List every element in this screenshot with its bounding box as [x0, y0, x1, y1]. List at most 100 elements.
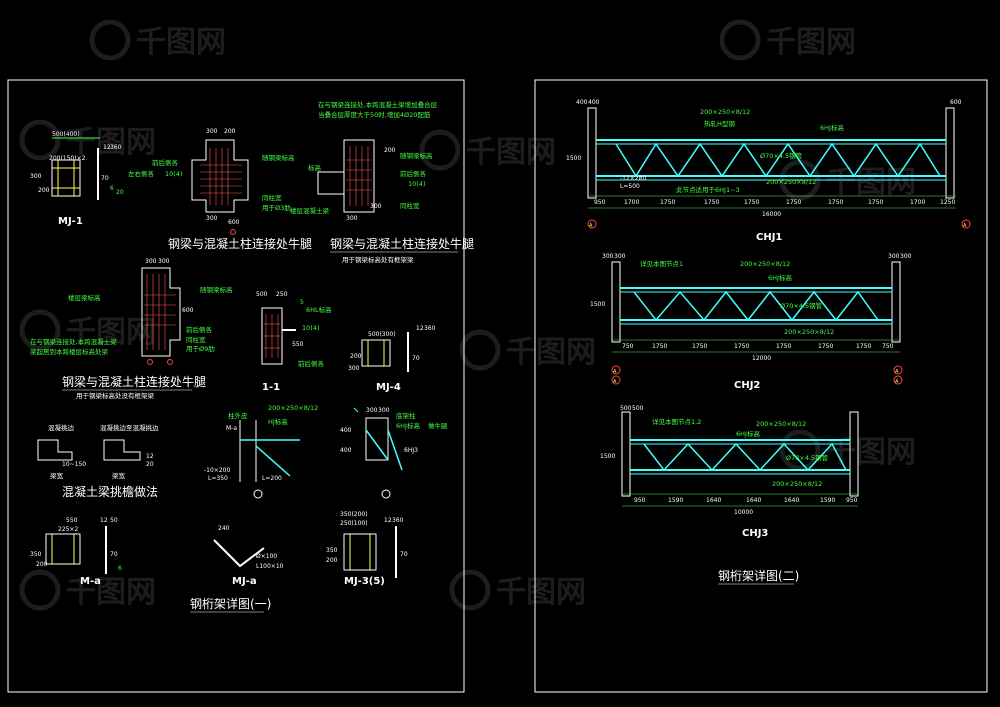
eave-title: 混凝土梁挑檐做法 — [62, 484, 158, 499]
mj4-dim-width: 500(300) — [368, 331, 396, 338]
chj2-axis-left-2: A — [613, 379, 617, 385]
j2-dim-400a: 400 — [340, 427, 352, 434]
corbel-c-note-rib: 用于Ø9肋 — [186, 344, 215, 353]
watermark-text-2: 千图网 — [766, 25, 856, 60]
corbel-a-note-front: 前后侧各 — [152, 158, 179, 167]
chj3-label: CHJ3 — [742, 528, 768, 539]
chj2-note-section: 200×250×8/12 — [740, 260, 790, 268]
chj3-span-4: 1640 — [784, 497, 799, 504]
chj2-span-4: 1750 — [776, 343, 791, 350]
mj35-dim-360: 360 — [392, 517, 404, 524]
chj2-note-section2: 200×250×8/12 — [784, 328, 834, 336]
j2-dim-400b: 400 — [340, 447, 352, 454]
corbel-a-note-colwidth: 同柱宽 — [262, 193, 282, 202]
j2-note-corbel: 做牛腿 — [428, 421, 448, 430]
corbel-b-note-bars: 10(4) — [408, 180, 425, 188]
ma-dim-spacing: 225×2 — [58, 526, 78, 533]
chj1-note-hsteel: 热轧H型钢 — [704, 119, 735, 128]
j2-note-col: 底架柱 — [396, 411, 416, 420]
j2-note-level: 6HJ标高 — [396, 421, 420, 430]
chj2-axis-right-2: A — [895, 379, 899, 385]
sheet2-frame — [534, 79, 988, 693]
chj1-height: 1500 — [566, 155, 581, 162]
mja-dim-angle: L100×10 — [256, 563, 284, 570]
j1-note-ma: M-a — [226, 425, 237, 432]
corbel-b-subtitle: 用于钢梁标高处有框架梁 — [342, 255, 414, 264]
chj1-span-5: 1750 — [786, 199, 801, 206]
chj3-span-2: 1640 — [706, 497, 721, 504]
chj2-top-300b: 300 — [614, 253, 626, 260]
corbel-b-title: 钢梁与混凝土柱连接处牛腿 — [330, 236, 474, 251]
watermark-text-6: 千图网 — [66, 315, 156, 350]
eave-note-1: 混凝挑边 — [48, 423, 75, 432]
mj35-dim-12: 12 — [384, 517, 392, 524]
mj4-dim-300: 300 — [348, 365, 360, 372]
d11-note-front: 前后侧各 — [298, 359, 325, 368]
corbel-c-note-colwidth: 同柱宽 — [186, 335, 206, 344]
ma-dim-200: 200 — [36, 561, 48, 568]
chj2-top-300c: 300 — [888, 253, 900, 260]
mj1-dim-70: 70 — [101, 175, 109, 182]
chj3-span-5: 1590 — [820, 497, 835, 504]
watermark-logo-4: 千图网 — [459, 329, 596, 371]
d11-dim-5: 5 — [300, 299, 304, 306]
chj2-note-level: 6HJ标高 — [768, 273, 792, 282]
j2-dim-300a: 300 — [366, 407, 378, 414]
chj1-span-8: 1700 — [910, 199, 925, 206]
eave-note-2: 混凝挑边至混凝挑边 — [100, 423, 159, 432]
mj1-dim-h2: 200 — [38, 187, 50, 194]
j2-dim-300b: 300 — [378, 407, 390, 414]
detail-corbel-a: 300 200 前后侧各 10(4) 左右侧各 随钢梁标高 同柱宽 用于Ø3肋 … — [128, 128, 312, 251]
truss-chj2: 300 300 300 300 1500 详见本图节点1 200×250×8/1… — [590, 253, 912, 391]
corbel-c-note-front: 前后侧各 — [186, 325, 213, 334]
corbel-c-dim-300b: 300 — [158, 258, 170, 265]
truss-chj3: 500 500 1500 详见本图节点1,2 200×250×8/12 6HJ标… — [600, 405, 859, 539]
corbel-c-subtitle: 用于钢梁标高处没有框架梁 — [76, 391, 155, 400]
mj35-dim-350: 350 — [326, 547, 338, 554]
corbel-a-note-level: 随钢梁标高 — [262, 153, 295, 162]
watermark-text-8: 千图网 — [496, 575, 586, 610]
corbel-c-note-1: 在与钢梁连接处,本跨混凝土梁 — [30, 337, 117, 346]
chj1-span-2: 1750 — [660, 199, 675, 206]
d11-dim-250: 250 — [276, 291, 288, 298]
j1-note-plate: -10×200 — [204, 467, 230, 474]
chj1-note-section: 200×250×8/12 — [700, 108, 750, 116]
detail-corbel-b: 在与钢梁连接处,本跨混凝土梁增加叠合层 当叠合层厚度大于50时,增加4Ø20配筋… — [290, 100, 474, 264]
j1-note-l200: L=200 — [262, 475, 282, 482]
detail-1-1: 500 250 5 6HL标高 10(4) 前后侧各 550 1-1 — [256, 291, 332, 393]
chj1-top-600: 600 — [950, 99, 962, 106]
detail-corbel-c: 300 300 600 楼层梁标高 随钢梁标高 在与钢梁连接处,本跨混凝土梁 梁… — [30, 258, 233, 400]
chj1-top-400b: 400 — [588, 99, 600, 106]
detail-mj4: 12 360 500(300) 200 70 300 MJ-4 — [348, 325, 436, 393]
detail-joint2: 300 300 底架柱 6HJ标高 做牛腿 6HJ3 400 400 — [340, 407, 448, 499]
chj3-height: 1500 — [600, 453, 615, 460]
mj35-label: MJ-3(5) — [344, 576, 385, 587]
corbel-a-dim-300b: 300 — [206, 215, 218, 222]
mja-dim-weld: Ø×100 — [256, 553, 277, 560]
chj1-span-4: 1750 — [744, 199, 759, 206]
watermark-text-7: 千图网 — [66, 575, 156, 610]
mj4-label: MJ-4 — [376, 382, 401, 393]
d11-note-bars: 10(4) — [302, 324, 319, 332]
j1-note-section: 200×250×8/12 — [268, 404, 318, 412]
watermark-logo-2: 千图网 — [719, 19, 856, 61]
corbel-a-title: 钢梁与混凝土柱连接处牛腿 — [168, 236, 312, 251]
chj2-label: CHJ2 — [734, 380, 760, 391]
chj1-top-400a: 400 — [576, 99, 588, 106]
corbel-c-note-level: 随钢梁标高 — [200, 285, 233, 294]
watermark-text-4: 千图网 — [506, 335, 596, 370]
chj1-note-plate: -12×280 — [620, 175, 646, 182]
chj3-top-500a: 500 — [620, 405, 632, 412]
corbel-b-note-front: 前后侧各 — [400, 169, 427, 178]
eave-dim-12: 12 — [146, 453, 154, 460]
chj1-note-node: 此节点适用于6HJ1~3 — [676, 185, 740, 194]
watermark-logo-1: 千图网 — [89, 19, 226, 61]
corbel-a-note-bars: 10(4) — [165, 170, 182, 178]
watermark-text-3: 千图网 — [466, 135, 556, 170]
chj1-note-section2: 200×250×8/12 — [766, 178, 816, 186]
chj2-span-0: 750 — [622, 343, 634, 350]
chj1-axis-right: A — [963, 223, 967, 229]
corbel-b-dim-300b: 300 — [370, 203, 382, 210]
chj1-span-3: 1750 — [704, 199, 719, 206]
